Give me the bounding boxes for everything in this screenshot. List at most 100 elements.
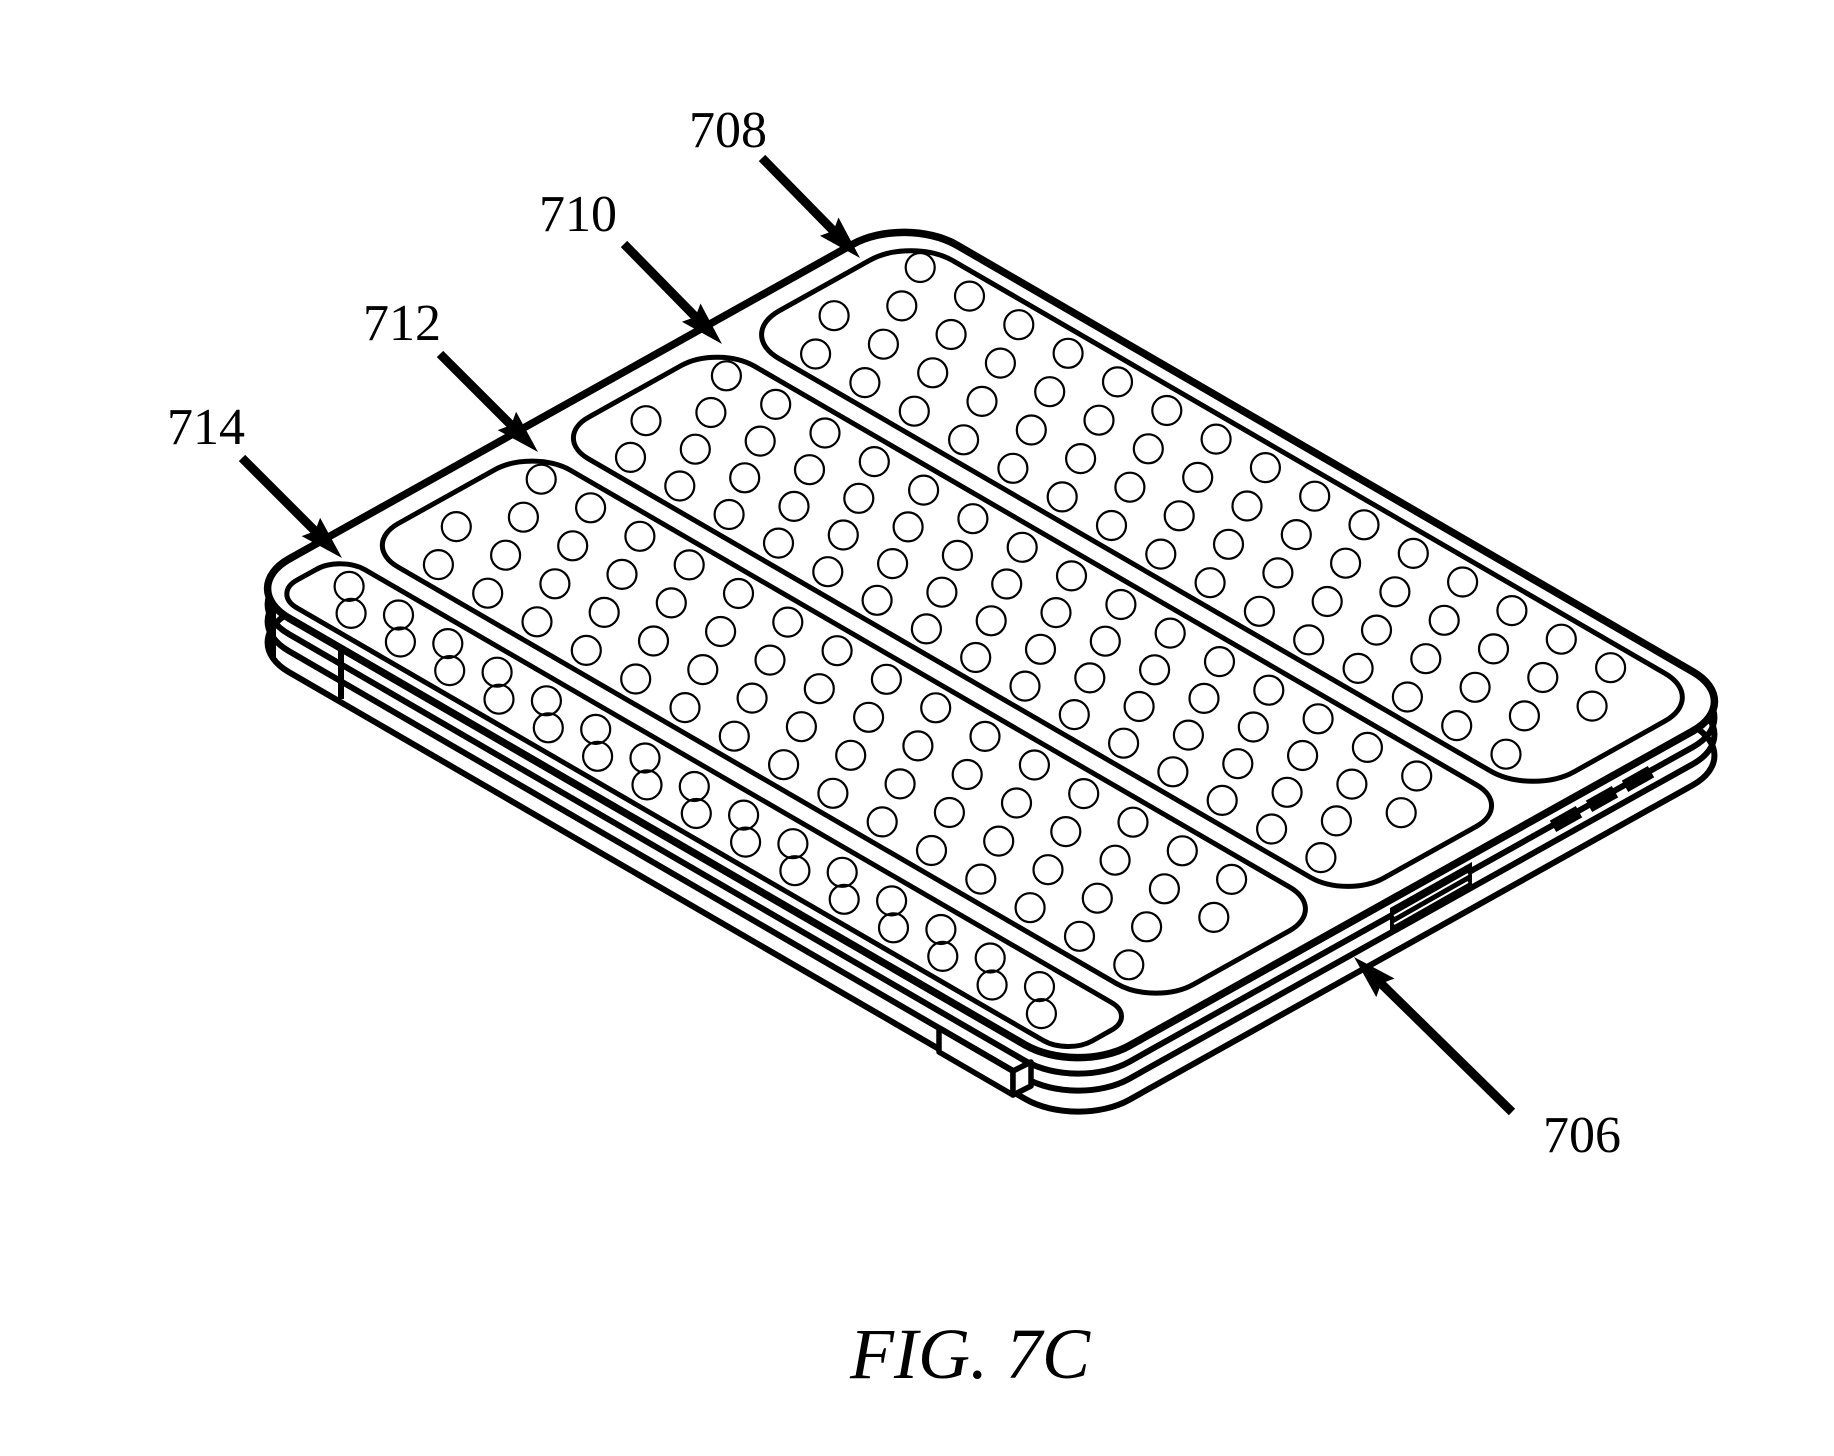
perforation-hole xyxy=(581,740,614,772)
perforation-hole xyxy=(843,482,875,514)
perforation-hole xyxy=(1253,674,1285,706)
perforation-hole xyxy=(630,405,662,437)
perforation-hole xyxy=(1015,414,1047,446)
perforation-hole xyxy=(767,749,800,781)
perforation-hole xyxy=(1391,681,1424,713)
perforation-hole xyxy=(1148,873,1181,905)
perforation-hole xyxy=(1000,787,1033,819)
perforation-hole xyxy=(785,711,818,743)
perforation-hole xyxy=(1099,844,1131,876)
perforation-hole xyxy=(870,663,903,695)
leader-line-714 xyxy=(238,454,324,540)
perforation-hole xyxy=(983,825,1015,857)
perforation-hole xyxy=(1342,652,1374,685)
perforation-hole xyxy=(849,367,881,399)
perforation-hole xyxy=(570,634,602,667)
perforation-hole xyxy=(530,685,563,717)
perforation-hole xyxy=(754,644,786,676)
perforation-hole xyxy=(1114,471,1146,503)
perforation-hole xyxy=(1231,490,1263,522)
perforation-hole xyxy=(975,605,1007,637)
perforation-hole xyxy=(828,883,860,915)
perforation-hole xyxy=(629,742,661,774)
perforation-hole xyxy=(1095,509,1128,542)
perforation-hole xyxy=(1163,500,1195,532)
perforation-hole xyxy=(1074,662,1106,694)
perforation-hole xyxy=(1198,901,1230,934)
perforation-hole xyxy=(1154,617,1186,649)
perforation-hole xyxy=(904,251,936,284)
perforation-hole xyxy=(1237,711,1269,743)
side-button xyxy=(1621,766,1655,792)
perforation-hole xyxy=(1014,892,1046,924)
perforation-hole xyxy=(335,597,367,630)
perforation-hole xyxy=(1023,970,1056,1003)
leader-arrowhead-706 xyxy=(1354,957,1395,998)
perforation-hole xyxy=(1058,698,1090,731)
cover-segment-710 xyxy=(571,354,1494,889)
leader-line-706 xyxy=(1372,974,1516,1116)
perforation-hole xyxy=(729,826,762,858)
perforation-hole xyxy=(969,720,1001,753)
perforation-hole xyxy=(1107,727,1140,759)
perforation-hole xyxy=(1024,633,1057,665)
perforation-hole xyxy=(898,395,930,427)
perforation-hole xyxy=(713,498,745,531)
perforation-hole xyxy=(606,558,638,591)
perforation-hole xyxy=(1594,652,1627,684)
perforation-hole xyxy=(1130,911,1163,943)
side-port-slot xyxy=(1393,881,1469,925)
ref-label-708: 708 xyxy=(689,102,767,159)
perforation-hole xyxy=(876,547,909,580)
perforation-hole xyxy=(1003,309,1035,341)
perforation-hole xyxy=(886,290,918,322)
perforation-hole xyxy=(1299,480,1331,512)
perforation-hole xyxy=(744,425,776,457)
perforation-hole xyxy=(729,462,761,494)
perforation-hole xyxy=(1348,509,1380,541)
perforation-hole xyxy=(382,599,415,631)
perforation-hole xyxy=(1385,797,1417,829)
perforation-hole xyxy=(1200,423,1232,455)
leader-line-708 xyxy=(758,154,843,240)
perforation-hole xyxy=(1006,531,1038,563)
perforation-hole xyxy=(1360,614,1393,646)
perforation-hole xyxy=(1068,777,1100,810)
perforation-holes xyxy=(333,251,1627,1030)
perforation-hole xyxy=(1215,863,1248,896)
perforation-hole xyxy=(1188,682,1220,715)
perforation-hole xyxy=(1477,633,1510,665)
ref-label-710: 710 xyxy=(539,186,617,243)
perforation-hole xyxy=(1117,806,1149,838)
perforation-hole xyxy=(777,828,809,860)
perforation-hole xyxy=(1203,645,1236,678)
hinge-foot-port-buttons xyxy=(270,610,1655,1098)
perforation-hole xyxy=(422,548,454,581)
perforation-hole xyxy=(624,520,656,552)
perforation-hole xyxy=(678,770,710,803)
perforation-hole xyxy=(1249,452,1282,484)
perforation-hole xyxy=(984,347,1017,379)
ref-label-714: 714 xyxy=(167,399,245,456)
leader-line-710 xyxy=(620,240,705,326)
cover-segments xyxy=(284,248,1685,1049)
perforation-hole xyxy=(861,584,893,616)
perforation-hole xyxy=(793,454,826,486)
perforation-hole xyxy=(580,713,612,746)
perforation-hole xyxy=(1182,461,1214,493)
perforation-hole xyxy=(718,720,750,752)
perforation-hole xyxy=(637,625,670,657)
perforation-hole xyxy=(557,530,589,562)
perforation-hole xyxy=(440,510,472,543)
perforation-hole xyxy=(817,777,849,809)
perforation-hole xyxy=(521,606,553,638)
perforation-hole xyxy=(799,338,832,370)
perforation-hole xyxy=(631,769,663,801)
perforation-hole xyxy=(917,357,949,389)
perforation-hole xyxy=(1286,739,1319,772)
perforation-hole xyxy=(1271,776,1303,808)
perforation-hole xyxy=(997,452,1029,484)
perforation-hole xyxy=(1064,443,1097,475)
